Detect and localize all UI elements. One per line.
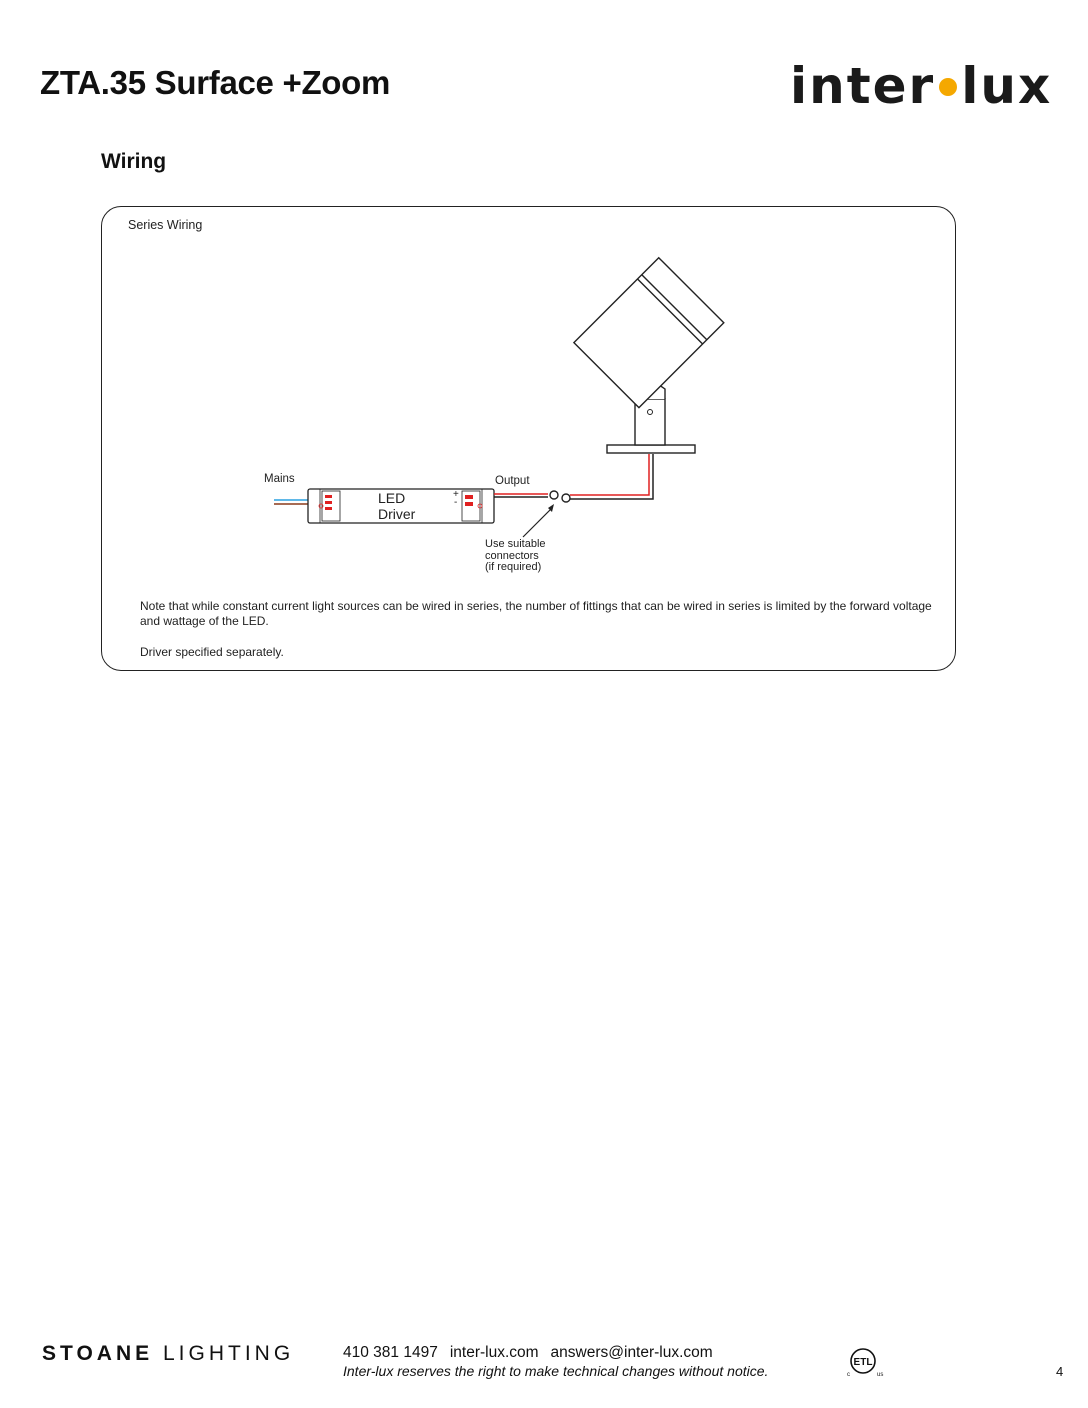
footer-contact: 410 381 1497 inter-lux.com answers@inter-l… — [343, 1344, 725, 1362]
footer-disclaimer: Inter-lux reserves the right to make tec… — [343, 1363, 769, 1379]
footer-website[interactable]: inter-lux.com — [449, 1344, 539, 1361]
cert-text: ETL — [854, 1357, 873, 1368]
connector-icon-1 — [549, 490, 559, 500]
connector-note-line2: connectors — [485, 550, 539, 562]
fixture-base-plate — [606, 444, 696, 454]
fixture-wire-negative — [570, 454, 654, 500]
page-number: 4 — [1056, 1364, 1064, 1379]
brand-bold: STOANE — [42, 1342, 154, 1365]
fixture-head — [572, 256, 725, 409]
input-terminal-block — [321, 490, 341, 522]
interlux-logo: inter lux — [790, 56, 1052, 116]
wiring-panel: Series Wiring Mains LED Driver + - Outpu… — [101, 206, 956, 671]
footer-email[interactable]: answers@inter-lux.com — [550, 1344, 713, 1361]
logo-dot-icon — [939, 77, 958, 96]
logo-text-left: inter — [790, 57, 936, 115]
connector-icon-2 — [561, 493, 571, 503]
driver-label-line2: Driver — [378, 506, 416, 522]
connector-note-line3: (if required) — [485, 561, 541, 573]
mains-label: Mains — [264, 473, 295, 485]
minus-sign: - — [454, 497, 457, 508]
plus-sign: + — [453, 489, 459, 500]
panel-label: Series Wiring — [128, 218, 203, 232]
fixture-wire-positive — [570, 454, 650, 496]
logo-text-right: lux — [961, 57, 1053, 115]
section-heading: Wiring — [101, 150, 167, 173]
stoane-lighting-logo: STOANE LIGHTING — [42, 1342, 294, 1366]
cert-c: c — [847, 1372, 850, 1378]
page-title: ZTA.35 Surface +Zoom — [40, 64, 391, 101]
driver-label-line1: LED — [378, 490, 405, 506]
cert-us: us — [877, 1372, 883, 1378]
output-label: Output — [495, 475, 530, 487]
wiring-diagram: Mains LED Driver + - Output — [264, 256, 725, 573]
led-driver-box — [307, 488, 495, 524]
series-wiring-note: Note that while constant current light s… — [140, 599, 932, 628]
connector-arrow-icon — [548, 504, 554, 512]
etl-certification-icon: ETL c us — [847, 1348, 883, 1378]
footer-phone[interactable]: 410 381 1497 — [343, 1344, 438, 1361]
brand-light: LIGHTING — [162, 1342, 295, 1365]
connector-note-line1: Use suitable — [485, 538, 546, 550]
driver-note: Driver specified separately. — [140, 645, 284, 659]
